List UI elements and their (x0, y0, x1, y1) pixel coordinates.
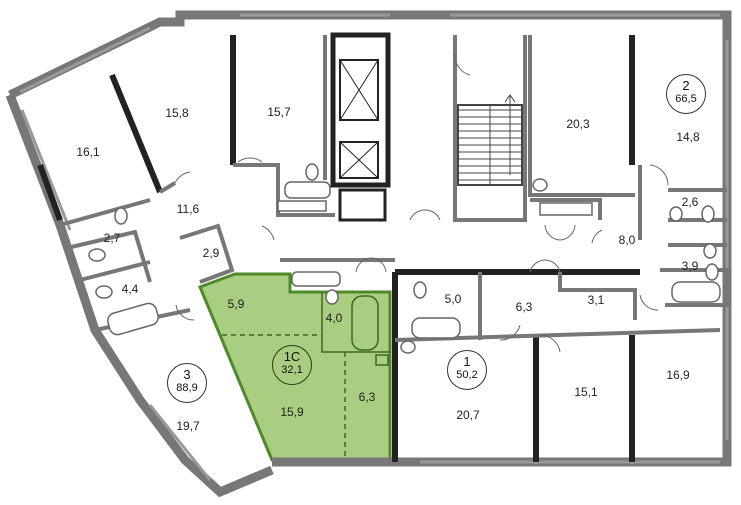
room-area-label: 16,9 (666, 368, 690, 382)
room-area-label: 11,6 (176, 202, 200, 216)
room-area-label: 4,4 (121, 282, 139, 296)
apartment-badge-1[interactable]: 1 50,2 (447, 350, 487, 390)
apartment-area: 88,9 (176, 382, 198, 394)
room-area-label: 16,1 (76, 145, 100, 159)
apartment-badge-3[interactable]: 3 88,9 (167, 363, 207, 403)
room-area-label: 6,3 (515, 300, 533, 314)
apartment-area: 32,1 (281, 364, 303, 376)
room-area-label: 20,3 (566, 117, 590, 131)
doors (174, 54, 669, 353)
room-area-label: 2,9 (202, 246, 220, 260)
apartment-area: 50,2 (456, 369, 478, 381)
room-area-label: 6,3 (358, 390, 376, 404)
room-area-label: 19,7 (176, 419, 200, 433)
room-area-label: 15,7 (267, 105, 291, 119)
room-area-label: 3,1 (587, 293, 605, 307)
sanitary-fixtures (88, 163, 719, 354)
room-area-label: 2,7 (103, 231, 121, 245)
room-area-label: 14,8 (676, 130, 700, 144)
apartment-1c-partitions (222, 292, 390, 460)
room-area-label: 8,0 (618, 233, 636, 247)
room-area-label: 3,9 (681, 259, 699, 273)
apartment-number: 2 (682, 78, 690, 93)
windows (19, 13, 729, 481)
elevator-shafts (330, 32, 391, 222)
apartment-number: 3 (183, 367, 191, 382)
room-area-label: 15,9 (280, 405, 304, 419)
apartment-number: 1 (463, 354, 471, 369)
bathtubs (107, 181, 721, 339)
room-area-label: 20,7 (456, 408, 480, 422)
room-area-label: 5,9 (227, 297, 245, 311)
apartment-badge-1c[interactable]: 1С 32,1 (272, 345, 312, 385)
room-area-label: 5,0 (444, 292, 462, 306)
apartment-badge-2[interactable]: 2 66,5 (666, 74, 706, 114)
room-area-label: 4,0 (325, 311, 343, 325)
staircase (457, 94, 523, 186)
room-area-label: 2,6 (681, 195, 699, 209)
apartment-area: 66,5 (675, 93, 697, 105)
interior-walls-dark (37, 35, 640, 462)
apartment-number: 1С (283, 349, 301, 364)
room-area-label: 15,1 (574, 385, 598, 399)
room-area-label: 15,8 (165, 106, 189, 120)
